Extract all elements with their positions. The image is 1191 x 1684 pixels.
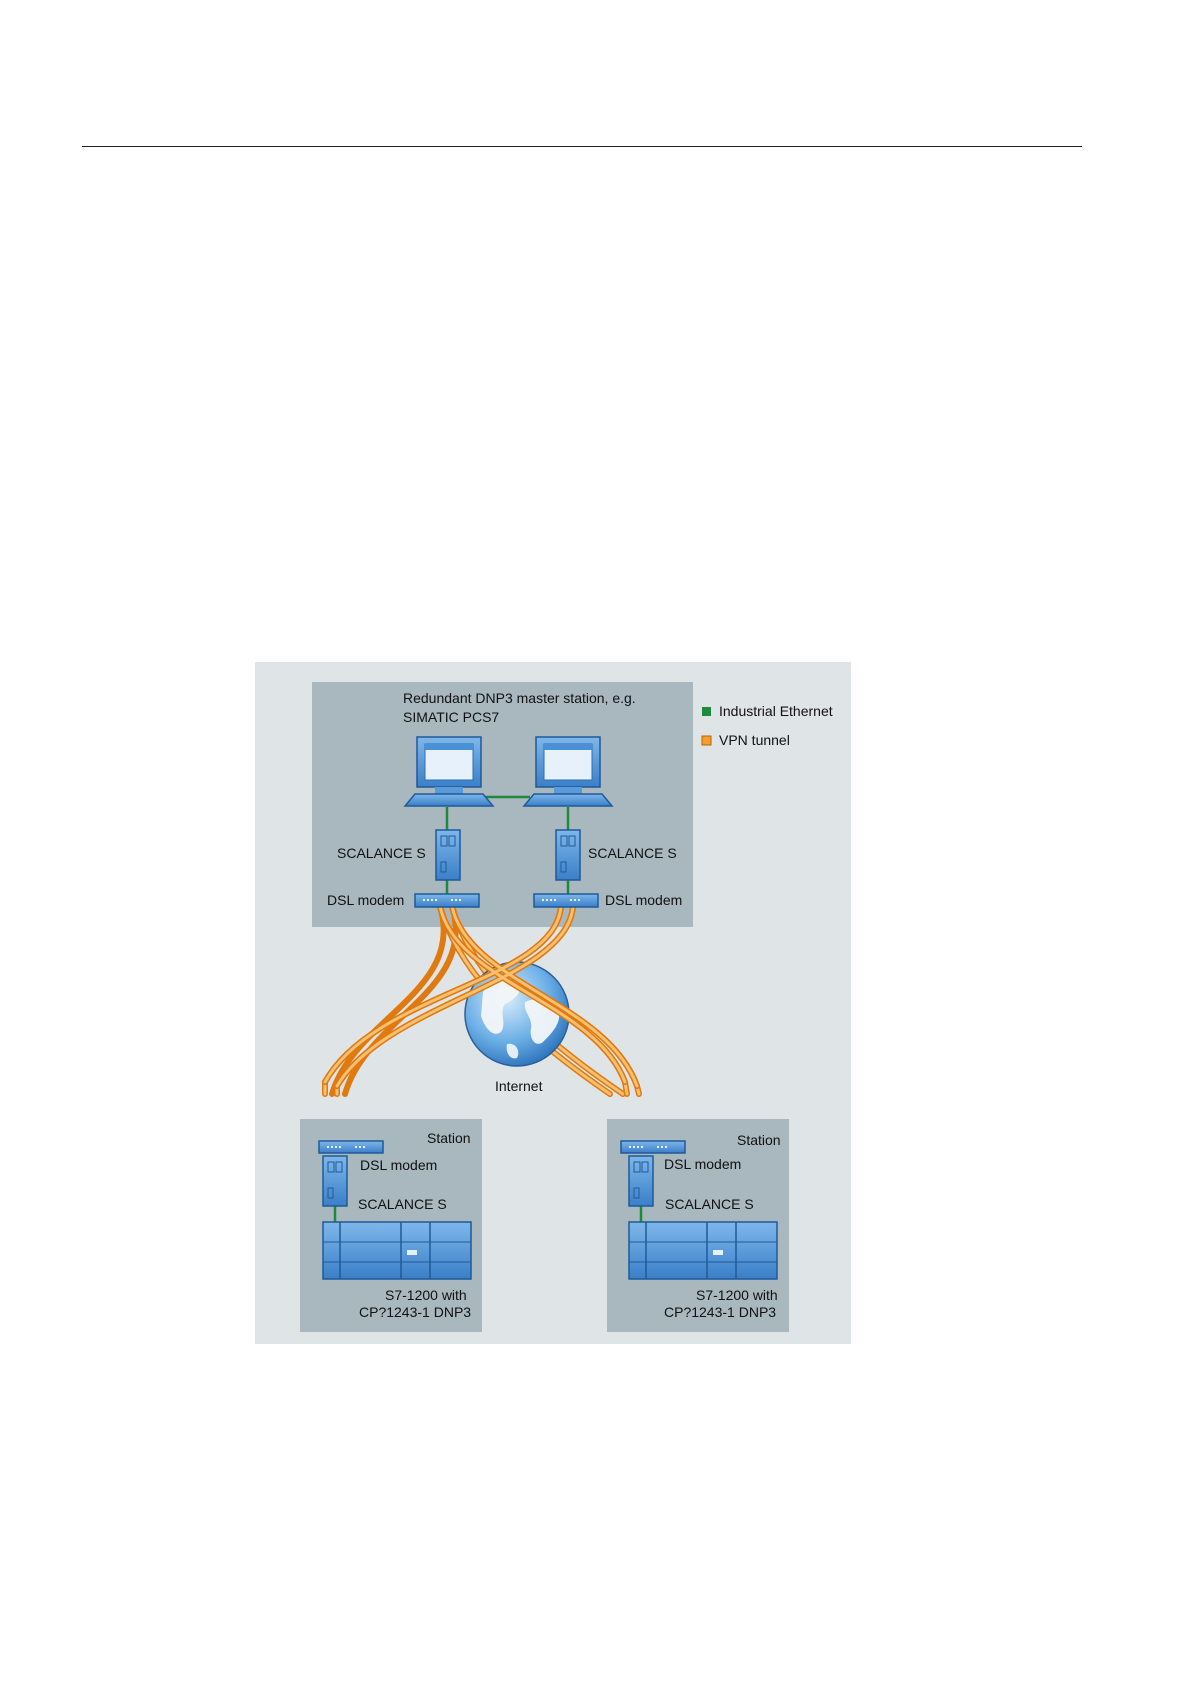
master-title-line1: Redundant DNP3 master station, e.g.: [403, 690, 636, 706]
master-dsl-modem-left-icon: [415, 894, 479, 907]
legend-vpn-tunnel-swatch: [702, 736, 711, 745]
station-left-dsl-modem-icon: [319, 1141, 383, 1153]
header-rule: [82, 146, 1082, 147]
master-scalance-right-label: SCALANCE S: [588, 845, 677, 861]
station-right-plc-icon: [629, 1222, 777, 1279]
station-left-plc-line2: CP?1243-1 DNP3: [359, 1304, 471, 1320]
master-dsl-modem-left-label: DSL modem: [327, 892, 404, 908]
station-left-scalance-label: SCALANCE S: [358, 1196, 447, 1212]
station-right-plc-line2: CP?1243-1 DNP3: [664, 1304, 776, 1320]
station-left-plc-line1: S7-1200 with: [385, 1287, 467, 1303]
master-pc-right-icon: [524, 737, 612, 806]
internet-label: Internet: [495, 1078, 543, 1094]
master-title-line2: SIMATIC PCS7: [403, 709, 499, 725]
master-scalance-right-icon: [556, 830, 580, 880]
network-diagram-svg: Redundant DNP3 master station, e.g. SIMA…: [255, 662, 851, 1344]
station-left-plc-icon: [323, 1222, 471, 1279]
master-scalance-left-label: SCALANCE S: [337, 845, 426, 861]
station-right-dsl-modem-icon: [621, 1141, 685, 1153]
master-pc-left-icon: [405, 737, 493, 806]
station-right-scalance-icon: [629, 1156, 653, 1206]
master-scalance-left-icon: [436, 830, 460, 880]
station-right-plc-line1: S7-1200 with: [696, 1287, 778, 1303]
station-right-scalance-label: SCALANCE S: [665, 1196, 754, 1212]
station-left-dsl-modem-label: DSL modem: [360, 1157, 437, 1173]
station-right-title: Station: [737, 1132, 781, 1148]
legend-industrial-ethernet-swatch: [702, 707, 711, 716]
legend-vpn-tunnel-label: VPN tunnel: [719, 732, 790, 748]
master-dsl-modem-right-icon: [534, 894, 598, 907]
master-dsl-modem-right-label: DSL modem: [605, 892, 682, 908]
station-left-scalance-icon: [323, 1156, 347, 1206]
network-diagram: Redundant DNP3 master station, e.g. SIMA…: [255, 662, 851, 1344]
station-right-dsl-modem-label: DSL modem: [664, 1156, 741, 1172]
legend-industrial-ethernet-label: Industrial Ethernet: [719, 703, 833, 719]
master-station-panel: [312, 682, 693, 927]
station-left-title: Station: [427, 1130, 471, 1146]
